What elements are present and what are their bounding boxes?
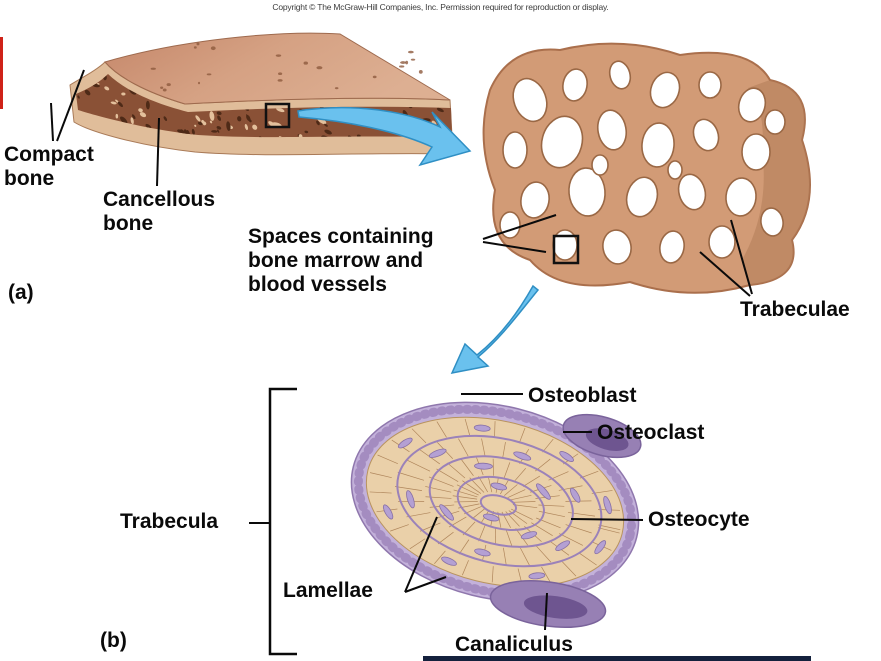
- label-lamellae: Lamellae: [283, 579, 373, 602]
- compact-cancellous-bone-illustration: [69, 32, 454, 156]
- label-trabecula: Trabecula: [120, 510, 219, 533]
- cube-holes: [499, 60, 786, 265]
- label-trabeculae: Trabeculae: [740, 298, 850, 321]
- osteoblast-cell-beads: [353, 404, 637, 600]
- bottom-navy-bar: [423, 656, 811, 661]
- label-cancellous-bone: Cancellous bone: [103, 188, 216, 236]
- zoom-region-box-b: [552, 234, 580, 265]
- label-compact-bone: Compact bone: [4, 143, 94, 191]
- osteoclast-cell-bottom: [489, 580, 607, 628]
- label-spaces: Spaces containing bone marrow and blood …: [248, 225, 434, 297]
- osteoclast-cell-top: [562, 413, 642, 459]
- zoom-region-box-a: [264, 102, 291, 129]
- copyright-text: Copyright © The McGraw-Hill Companies, I…: [272, 2, 609, 12]
- cube-right-shade: [742, 80, 810, 285]
- magnify-arrow-1: [297, 106, 472, 167]
- trabecular-bone-illustration: [482, 42, 811, 294]
- label-osteoclast: Osteoclast: [597, 421, 705, 444]
- magnify-arrow-2: [450, 284, 540, 375]
- trabecula-cross-section-illustration: [350, 401, 642, 628]
- left-edge-red-artifact: [0, 37, 3, 109]
- label-osteoblast: Osteoblast: [528, 384, 637, 407]
- leader-lines: [50, 69, 753, 631]
- label-canaliculus: Canaliculus: [455, 633, 573, 656]
- top-face-pores: [150, 42, 423, 92]
- label-osteocyte: Osteocyte: [648, 508, 750, 531]
- osteocyte-lacunae: [382, 424, 612, 580]
- slab-top-face: [104, 32, 451, 105]
- panel-a-tag: (a): [8, 281, 34, 304]
- trabecula-bracket: [268, 387, 297, 656]
- panel-b-tag: (b): [100, 629, 127, 652]
